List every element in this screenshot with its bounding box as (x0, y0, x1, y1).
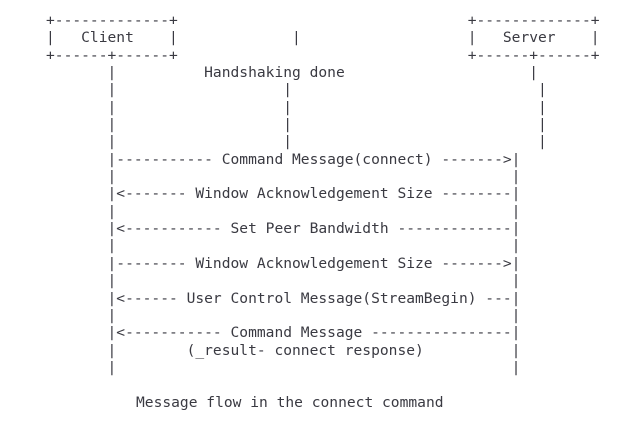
diagram-ascii-art: +-------------+ +-------------+ | Client… (46, 12, 600, 376)
diagram-caption: Message flow in the connect command (136, 394, 444, 411)
